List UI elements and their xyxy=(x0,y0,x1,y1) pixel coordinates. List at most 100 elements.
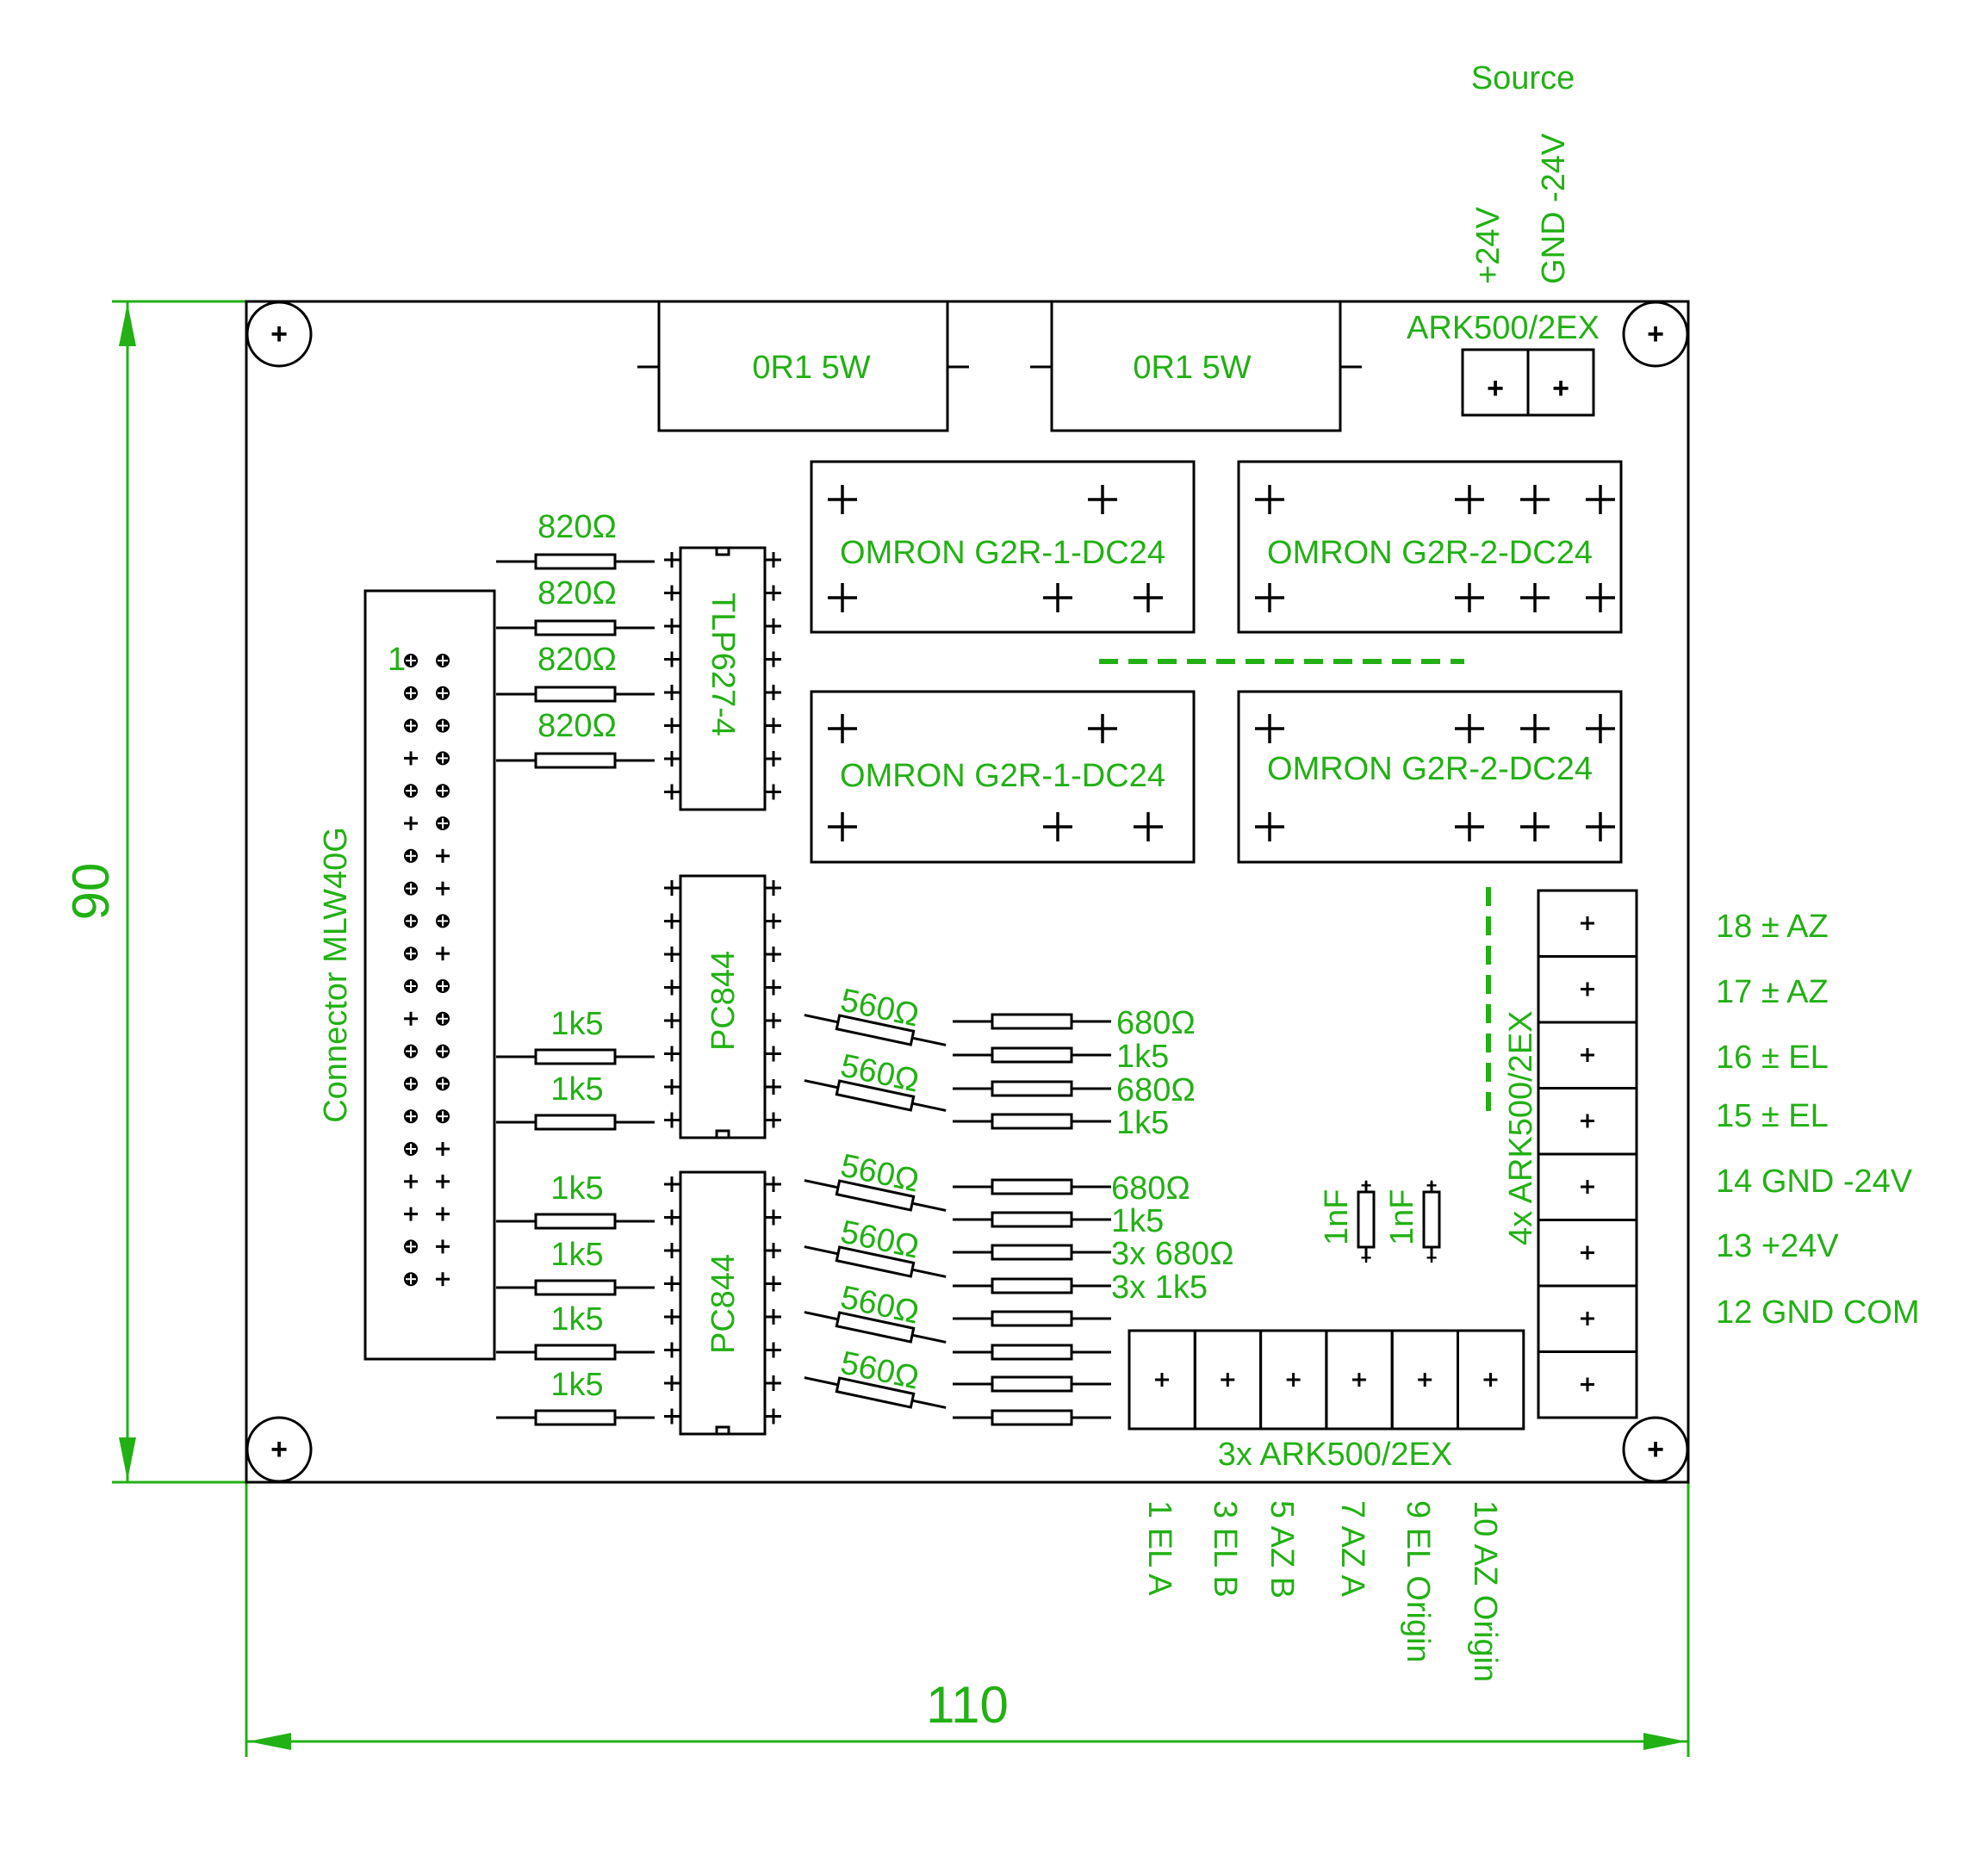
bottom-terminal-pin-label: 10 AZ Origin xyxy=(1467,1500,1503,1682)
pin-dot xyxy=(404,848,418,863)
pin-mark xyxy=(1520,583,1550,612)
pin-mark xyxy=(1581,1180,1594,1194)
pin-mark xyxy=(1155,1373,1169,1387)
pin-mark xyxy=(664,685,680,700)
pin-mark xyxy=(766,1276,781,1292)
pin-mark xyxy=(664,1276,680,1292)
bottom-terminal-pin-label: 9 EL Origin xyxy=(1400,1500,1436,1663)
optocoupler: PC844 xyxy=(679,1170,767,1436)
pin-mark xyxy=(766,1079,781,1095)
pin-mark xyxy=(404,1011,418,1026)
capacitor: + + 1nF xyxy=(1384,1175,1441,1269)
pin-mark xyxy=(828,714,857,743)
pin-dot xyxy=(404,1109,418,1124)
resistor xyxy=(953,1375,1111,1393)
right-terminal-pin-label: 17 ± AZ xyxy=(1716,974,1829,1010)
resistor-label: 680Ω xyxy=(1116,1005,1196,1041)
pin-mark xyxy=(1255,812,1284,841)
pin-mark xyxy=(1586,812,1615,841)
resistor-820-label: 820Ω xyxy=(537,708,617,744)
pin-mark xyxy=(766,685,781,700)
pin-mark xyxy=(766,979,781,996)
pin-mark xyxy=(436,881,450,896)
pin-mark xyxy=(1134,812,1163,841)
resistor: 680Ω xyxy=(953,1072,1196,1108)
resistor-560: 560Ω xyxy=(804,1344,947,1409)
pin-dot xyxy=(436,1011,450,1026)
resistor: 680Ω xyxy=(953,1170,1190,1207)
pin-mark xyxy=(664,1209,680,1226)
pin-mark xyxy=(664,1176,680,1192)
pin-mark xyxy=(766,1375,781,1391)
pin-mark xyxy=(664,1079,680,1095)
pin-mark xyxy=(1134,583,1163,612)
relay-label: OMRON G2R-2-DC24 xyxy=(1267,751,1593,787)
connector: Connector MLW40G 1 xyxy=(318,589,496,1361)
pin-mark xyxy=(664,618,680,634)
resistor-820: 820Ω xyxy=(496,642,655,703)
resistor-560: 560Ω xyxy=(804,982,947,1046)
dimension-height-label: 90 xyxy=(62,863,120,921)
pin-mark xyxy=(1455,583,1484,612)
resistor: 680Ω xyxy=(953,1005,1196,1041)
pin-mark xyxy=(766,1046,781,1062)
pin-mark xyxy=(766,947,781,962)
pin-mark xyxy=(766,1243,781,1258)
pin-mark xyxy=(1255,714,1284,743)
relay-pins xyxy=(828,485,1615,841)
pin-mark xyxy=(1088,714,1117,743)
svg-text:+: + xyxy=(1426,1247,1438,1269)
relay: OMRON G2R-2-DC24 xyxy=(1237,690,1623,864)
power-resistor: 0R1 5W xyxy=(1030,300,1362,432)
capacitor-label: 1nF xyxy=(1384,1189,1420,1245)
pin-mark xyxy=(664,880,680,896)
mounting-hole: + xyxy=(1622,301,1689,368)
pin-mark xyxy=(828,812,857,841)
bottom-terminal-label: 3x ARK500/2EX xyxy=(1218,1437,1453,1473)
pin-dot xyxy=(436,816,450,830)
source-pin2-label: GND -24V xyxy=(1536,133,1572,284)
resistor-560: 560Ω xyxy=(804,1279,947,1344)
pin-mark xyxy=(436,1239,450,1254)
pin-dot xyxy=(404,1044,418,1058)
resistor-820-label: 820Ω xyxy=(537,575,617,611)
pin-mark xyxy=(766,1013,781,1028)
pin-mark xyxy=(1586,714,1615,743)
pin-mark xyxy=(664,1375,680,1391)
capacitor: + + 1nF xyxy=(1319,1175,1376,1269)
resistor-1k5: 1k5 xyxy=(496,1301,655,1361)
pin-mark xyxy=(766,1112,781,1128)
pin-mark xyxy=(664,1342,680,1358)
svg-text:+: + xyxy=(1361,1175,1372,1196)
resistor-1k5-label: 1k5 xyxy=(550,1071,603,1108)
pin-dot xyxy=(436,718,450,733)
pin-dot xyxy=(436,784,450,798)
source-terminal-label: ARK500/2EX xyxy=(1407,310,1600,346)
right-terminal-pin-label: 15 ± EL xyxy=(1716,1098,1829,1134)
pin-mark xyxy=(766,585,781,601)
resistor-820-label: 820Ω xyxy=(537,642,617,678)
right-terminal-pin-label: 16 ± EL xyxy=(1716,1040,1829,1076)
pin-dot xyxy=(436,979,450,993)
pin-mark xyxy=(1483,1373,1498,1387)
svg-text:+: + xyxy=(270,1433,288,1466)
pin-mark xyxy=(766,913,781,929)
pin-mark xyxy=(664,1408,680,1425)
pin-mark xyxy=(664,717,680,734)
resistor-1k5-label: 1k5 xyxy=(550,1301,603,1338)
svg-text:+: + xyxy=(270,318,288,351)
optocoupler: PC844 xyxy=(679,874,767,1139)
relay-label: OMRON G2R-2-DC24 xyxy=(1267,535,1593,571)
pin-mark xyxy=(766,751,781,767)
resistor-label: 3x 680Ω xyxy=(1111,1236,1234,1272)
capacitor-label: 1nF xyxy=(1319,1189,1355,1245)
right-terminal-pin-label: 18 ± AZ xyxy=(1716,909,1829,945)
right-terminal-pin-label: 14 GND -24V xyxy=(1716,1164,1913,1200)
pin-mark xyxy=(436,1174,450,1189)
resistor-label: 680Ω xyxy=(1111,1170,1190,1207)
pin-mark xyxy=(1581,1245,1594,1260)
resistor-820-label: 820Ω xyxy=(537,509,617,545)
resistor-1k5: 1k5 xyxy=(496,1006,655,1065)
pin-mark xyxy=(664,552,680,568)
resistor: 3x 680Ω xyxy=(953,1236,1234,1272)
